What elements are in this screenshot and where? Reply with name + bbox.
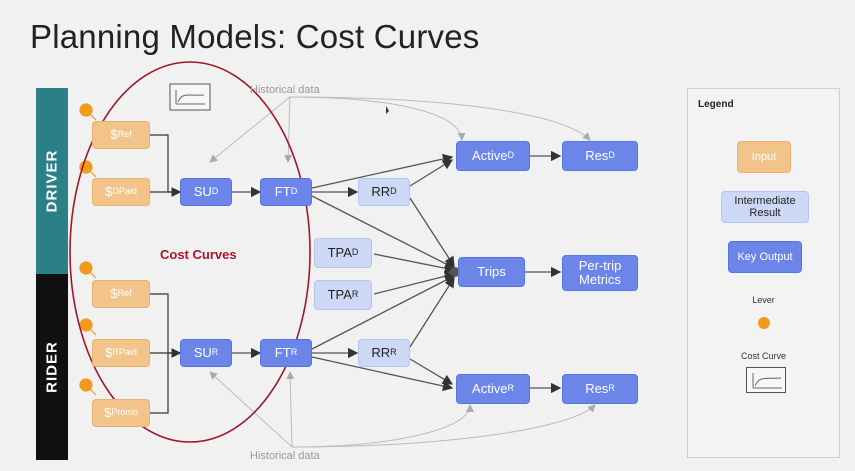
main-flow-arrows (232, 150, 562, 394)
historical-data-bottom-label: Historical data (250, 450, 320, 462)
page-title: Planning Models: Cost Curves (30, 18, 480, 55)
legend-intermediate-swatch: Intermediate Result (721, 191, 809, 223)
historical-data-top-label: Historical data (250, 84, 320, 96)
legend-lever-label: Lever (752, 295, 775, 305)
cost-curves-ellipse (69, 61, 311, 443)
driver-band: DRIVER (36, 88, 68, 274)
driver-dpaid-input: $DPaid (92, 178, 150, 206)
mouse-cursor-icon (386, 106, 389, 114)
rider-rpaid-input: $RPaid (92, 339, 150, 367)
legend-input-swatch: Input (737, 141, 791, 173)
cost-curves-label: Cost Curves (160, 247, 237, 262)
trips-junction (450, 267, 460, 277)
per-trip-metrics-node: Per-trip Metrics (562, 255, 638, 291)
levers (79, 103, 97, 396)
trips-node: Trips (458, 257, 525, 287)
rider-ref-input: $Ref (92, 280, 150, 308)
historical-data-top-lines (209, 96, 591, 163)
legend-lever-icon (758, 317, 770, 329)
rider-promo-input: $Promo (92, 399, 150, 427)
legend-cost-curve-label: Cost Curve (740, 351, 786, 361)
input-connectors (150, 134, 182, 414)
rider-band: RIDER (36, 274, 68, 460)
legend-key-output-swatch: Key Output (728, 241, 802, 273)
legend-cost-curve-icon (746, 367, 786, 393)
legend-panel: Legend Input Intermediate Result Key Out… (687, 88, 840, 458)
cost-curve-icon-top (169, 83, 211, 111)
driver-ref-input: $Ref (92, 121, 150, 149)
historical-data-bottom-lines (209, 371, 596, 448)
legend-title: Legend (698, 99, 734, 110)
